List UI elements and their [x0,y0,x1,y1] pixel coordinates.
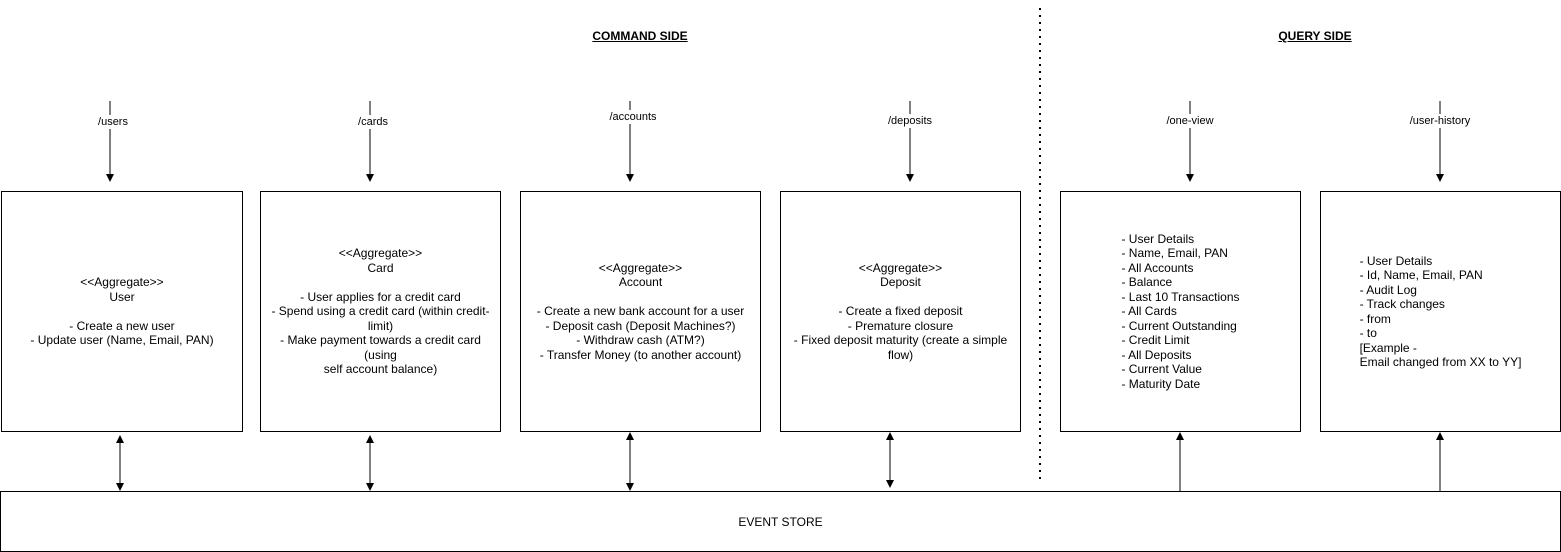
event-store-label: EVENT STORE [738,514,823,529]
account-aggregate-text: <<Aggregate>> Account - Create a new ban… [536,260,745,362]
command-side-heading: COMMAND SIDE [592,29,688,43]
user-history-query-text: - User Details - Id, Name, Email, PAN - … [1359,253,1522,370]
event-store-box: EVENT STORE [0,491,1561,552]
card-aggregate-box: <<Aggregate>> Card - User applies for a … [260,191,501,432]
query-side-heading: QUERY SIDE [1278,29,1352,43]
endpoint-cards: /cards [313,115,433,129]
endpoint-deposits: /deposits [850,114,970,128]
one-view-query-box: - User Details - Name, Email, PAN - All … [1060,191,1301,432]
user-history-query-box: - User Details - Id, Name, Email, PAN - … [1320,191,1561,432]
deposit-aggregate-box: <<Aggregate>> Deposit - Create a fixed d… [780,191,1021,432]
deposit-aggregate-text: <<Aggregate>> Deposit - Create a fixed d… [793,260,1008,362]
endpoint-user-history: /user-history [1380,114,1500,128]
card-aggregate-text: <<Aggregate>> Card - User applies for a … [271,246,490,377]
one-view-query-text: - User Details - Name, Email, PAN - All … [1121,231,1240,391]
account-aggregate-box: <<Aggregate>> Account - Create a new ban… [520,191,761,432]
user-aggregate-box: <<Aggregate>> User - Create a new user -… [1,191,243,432]
user-aggregate-text: <<Aggregate>> User - Create a new user -… [30,275,214,348]
endpoint-users: /users [53,115,173,129]
endpoint-accounts: /accounts [573,110,693,124]
endpoint-one-view: /one-view [1130,114,1250,128]
